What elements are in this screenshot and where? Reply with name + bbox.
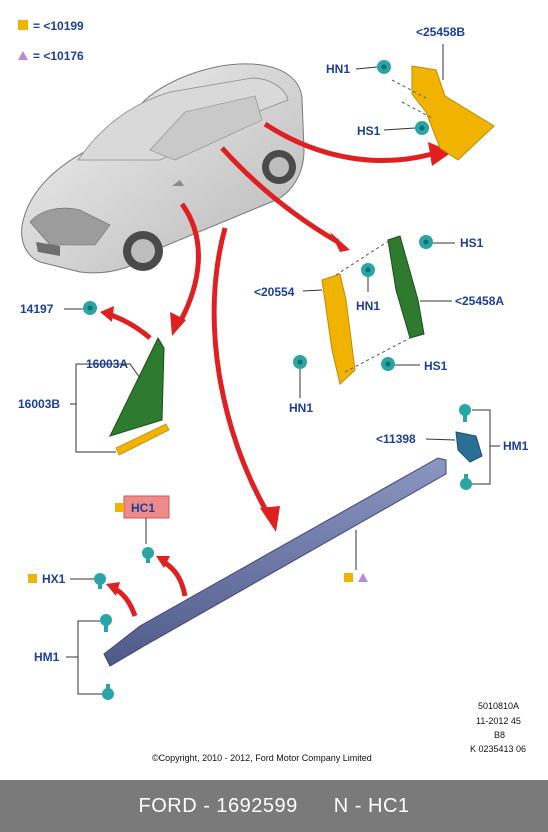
label-hn1-top: HN1 bbox=[326, 62, 350, 76]
legend-item-10199: = <10199 bbox=[33, 19, 84, 33]
label-hc1: HC1 bbox=[131, 501, 155, 515]
arrow-heads bbox=[100, 142, 452, 596]
label-hn1-low: HN1 bbox=[289, 401, 313, 415]
hc1-square-icon bbox=[115, 503, 124, 512]
label-hs1-low: HS1 bbox=[424, 359, 448, 373]
footer-bar: FORD - 1692599 N - HC1 bbox=[0, 780, 548, 832]
doc-code-4: K 0235413 06 bbox=[470, 744, 526, 754]
label-16003a: 16003A bbox=[86, 357, 128, 371]
clip-hm1-right-bottom bbox=[460, 474, 472, 490]
clip-hm1-left-top bbox=[100, 614, 112, 632]
sill-square-icon bbox=[344, 573, 353, 582]
clip-14197 bbox=[83, 301, 97, 315]
clip-hn1-mid bbox=[361, 263, 375, 277]
hx1-square-icon bbox=[28, 574, 37, 583]
label-16003b: 16003B bbox=[18, 397, 60, 411]
clip-hm1-left-bottom bbox=[102, 684, 114, 700]
label-14197: 14197 bbox=[20, 302, 54, 316]
sill-triangle-icon bbox=[358, 573, 368, 582]
parts-diagram: = <10199 = <10176 <25458B bbox=[18, 19, 529, 763]
label-hm1-left: HM1 bbox=[34, 650, 60, 664]
doc-code-1: 5010810A bbox=[478, 701, 519, 711]
copyright: ©Copyright, 2010 - 2012, Ford Motor Comp… bbox=[152, 753, 372, 763]
clip-hc1 bbox=[142, 547, 154, 563]
clip-hn1-top bbox=[377, 60, 391, 74]
clip-hs1-mid bbox=[419, 235, 433, 249]
sill-panel bbox=[103, 457, 447, 667]
clip-hs1-top bbox=[415, 121, 429, 135]
label-hn1-mid: HN1 bbox=[356, 299, 380, 313]
legend-square-icon bbox=[18, 20, 28, 30]
part-16003b bbox=[115, 423, 170, 456]
clip-hs1-low bbox=[381, 357, 395, 371]
label-hx1: HX1 bbox=[42, 572, 66, 586]
legend-triangle-icon bbox=[18, 51, 28, 60]
label-hs1-top: HS1 bbox=[357, 124, 381, 138]
clip-hx1 bbox=[94, 573, 106, 589]
label-11398: <11398 bbox=[376, 432, 416, 446]
label-hs1-mid: HS1 bbox=[460, 236, 484, 250]
part-25458a bbox=[387, 235, 425, 339]
part-11398 bbox=[455, 431, 483, 463]
doc-code-2: 11-2012 45 bbox=[476, 716, 521, 726]
part-20554 bbox=[321, 273, 356, 385]
footer-part-number: FORD - 1692599 bbox=[138, 794, 298, 817]
part-16003a bbox=[109, 336, 165, 437]
label-hm1-right: HM1 bbox=[503, 439, 529, 453]
label-25458b: <25458B bbox=[416, 25, 465, 39]
clip-hm1-right-top bbox=[459, 404, 471, 422]
part-25458b bbox=[411, 65, 495, 161]
doc-code-3: B8 bbox=[494, 730, 505, 740]
car-illustration bbox=[21, 63, 305, 274]
legend-item-10176: = <10176 bbox=[33, 49, 84, 63]
label-25458a: <25458A bbox=[455, 294, 504, 308]
label-20554: <20554 bbox=[254, 285, 295, 299]
footer-code: N - HC1 bbox=[333, 794, 410, 817]
clip-hn1-low bbox=[293, 355, 307, 369]
